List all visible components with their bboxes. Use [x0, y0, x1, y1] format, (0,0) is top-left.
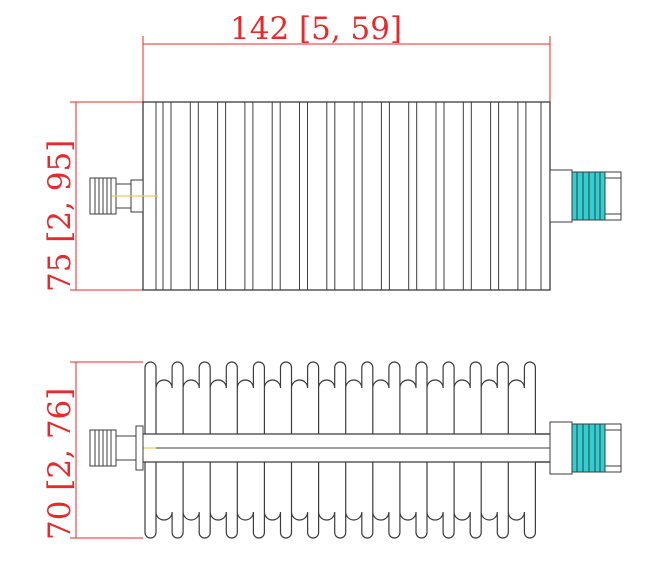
side-view: 70 [2, 76]	[42, 361, 622, 540]
heatsink-fins-top	[162, 102, 527, 290]
output-connector-side	[549, 421, 622, 475]
heatsink-body-top	[142, 101, 551, 291]
width-dimension	[142, 36, 551, 102]
top-height-dimension	[70, 101, 143, 291]
bottom-height-dimension	[70, 361, 143, 539]
top-height-dimension-label: 75 [2, 95]	[42, 140, 78, 292]
width-dimension-label: 142 [5, 59]	[230, 11, 402, 47]
heatsink-fins-lower	[144, 461, 550, 539]
bottom-height-dimension-label: 70 [2, 76]	[42, 388, 78, 540]
top-view: 142 [5, 59] 75 [2, 95]	[42, 11, 622, 292]
input-connector-side	[89, 425, 144, 471]
heatsink-fins-upper	[144, 361, 550, 435]
output-connector-top	[549, 169, 622, 223]
